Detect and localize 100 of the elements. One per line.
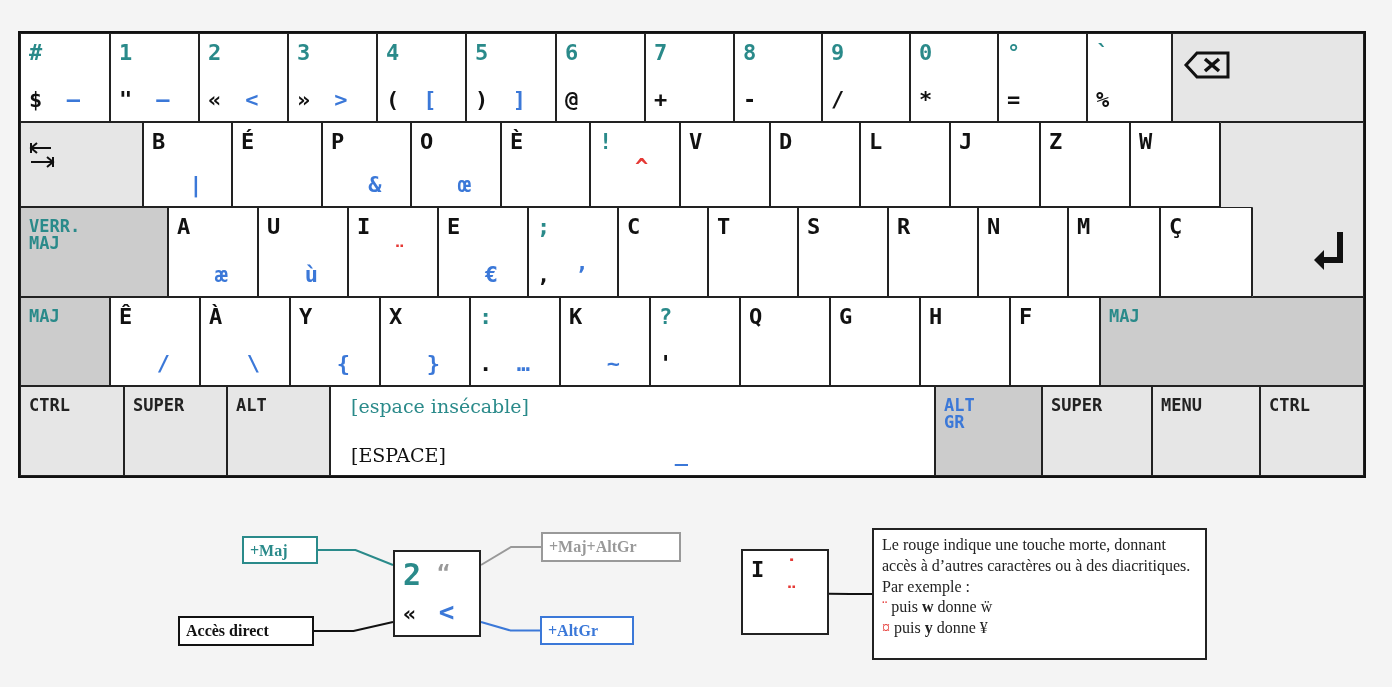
key-character: G (839, 306, 853, 328)
key (330, 386, 935, 476)
example-line: ¨ puis w donne ẅ (882, 597, 994, 618)
key (232, 122, 322, 207)
callout-label: +Maj+AltGr (549, 538, 637, 555)
key-character: * (919, 89, 933, 111)
key-character: \ (246, 353, 260, 375)
key-character: ` (1096, 42, 1110, 64)
key-character: Ç (1169, 216, 1183, 238)
key (20, 297, 110, 386)
key-character: ° (1007, 42, 1021, 64)
key-character: 1 (119, 42, 133, 64)
key-character: H (929, 306, 943, 328)
key-character: P (331, 131, 345, 153)
key (1087, 33, 1172, 122)
key-character: , (537, 264, 551, 286)
key-character: N (987, 216, 1001, 238)
key-character: # (29, 42, 43, 64)
key-label: SUPER (1051, 397, 1104, 414)
key-character: U (267, 216, 281, 238)
key (618, 207, 708, 297)
key-character: / (156, 353, 170, 375)
key-character: / (831, 89, 845, 111)
key-character: D (779, 131, 793, 153)
key-character: B (152, 131, 166, 153)
key (501, 122, 590, 207)
key-character: 2 (208, 42, 222, 64)
key (348, 207, 438, 297)
key-character: $ (29, 89, 43, 111)
key-character: 7 (654, 42, 668, 64)
callout-box (541, 532, 681, 562)
key-character: 6 (565, 42, 579, 64)
example-line: ¤ puis y donne ¥ (882, 618, 989, 639)
key-character: ’ (574, 264, 588, 286)
key (1068, 207, 1160, 297)
key-character: C (627, 216, 641, 238)
key (227, 386, 330, 476)
key (1260, 386, 1364, 476)
key (734, 33, 822, 122)
key-character: ¨ (393, 243, 407, 266)
callout-box (242, 536, 318, 564)
key-character: “ (437, 562, 451, 584)
key (200, 297, 290, 386)
key (377, 33, 466, 122)
key (950, 122, 1040, 207)
key-character: Q (749, 306, 763, 328)
key (998, 33, 1087, 122)
key (645, 33, 734, 122)
key-character: F (1019, 306, 1033, 328)
key-character: | (189, 174, 203, 196)
key-character: " (119, 89, 133, 111)
key-character: 4 (386, 42, 400, 64)
key-character: — (156, 89, 170, 111)
key-character: = (1007, 89, 1021, 111)
key-character: » (297, 89, 311, 111)
key (860, 122, 950, 207)
key-character: 0 (919, 42, 933, 64)
key (740, 297, 830, 386)
key-character: É (241, 131, 255, 153)
key-character: { (336, 353, 350, 375)
key (199, 33, 288, 122)
key-character: O (420, 131, 434, 153)
callout-box (178, 616, 314, 646)
key-character: ) (475, 89, 489, 111)
key (470, 297, 560, 386)
note-box (872, 528, 1207, 660)
key (910, 33, 998, 122)
key (322, 122, 411, 207)
key (770, 122, 860, 207)
key-character: ¨ (785, 583, 799, 606)
key-label: MAJ (29, 308, 61, 325)
key (1130, 122, 1220, 207)
key-character: – (66, 89, 80, 111)
key (1152, 386, 1260, 476)
key-character: « (208, 89, 222, 111)
key (708, 207, 798, 297)
key-character: : (479, 306, 493, 328)
callout-label: Accès direct (186, 622, 269, 639)
key-character: K (569, 306, 583, 328)
key-label: [espace insécable] (351, 397, 529, 416)
key-character: 2 (403, 560, 422, 590)
callout-label: +Maj (250, 542, 288, 559)
key-character: ; (537, 216, 551, 238)
key-character: _ (674, 443, 688, 465)
note-text: Le rouge indique une touche morte, donnant accès à d’autres caractères ou à des diacritiques. Par exemple : (882, 535, 1192, 598)
key (143, 122, 232, 207)
key (20, 207, 168, 297)
leader-line (480, 546, 542, 566)
key-character: ' (659, 353, 673, 375)
key-character: 8 (743, 42, 757, 64)
key (560, 297, 650, 386)
key (168, 207, 258, 297)
key-character: ] (512, 89, 526, 111)
key-character: I (357, 216, 371, 238)
key-label: ALT (236, 397, 268, 414)
key-label: ALT GR (944, 397, 976, 431)
key (830, 297, 920, 386)
key (822, 33, 910, 122)
key-character: < (245, 89, 259, 111)
key-character: 3 (297, 42, 311, 64)
